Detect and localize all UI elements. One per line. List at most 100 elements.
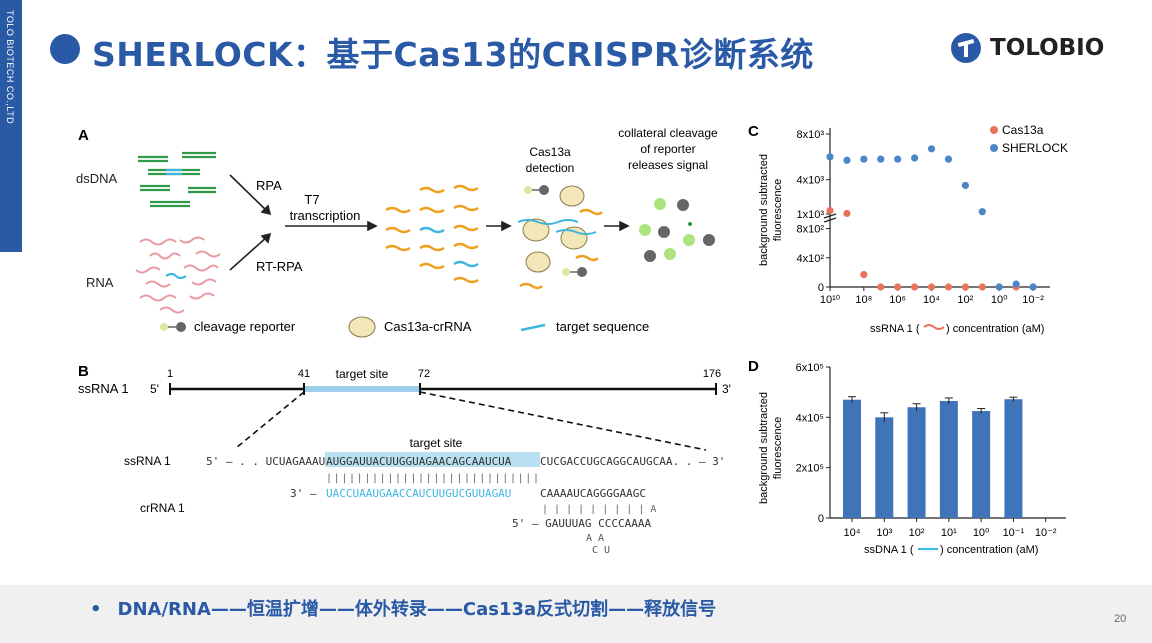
panel-c-xtick-label: 10⁸ (855, 294, 872, 306)
panel-d-xtick-label: 10¹ (941, 527, 957, 539)
legend-cas13a: Cas13a (1002, 123, 1044, 137)
panel-d-label: D (748, 358, 759, 375)
target-site-zoom: target site (410, 436, 463, 450)
panel-c-point-cas13a (860, 270, 868, 279)
panel-c-xtick-label: 10⁴ (923, 294, 940, 306)
panel-d-bar (972, 411, 991, 518)
seq-crrna-target: UACCUAAUGAACCAUCUUGUCGUUAGAU (326, 487, 511, 500)
axis-break-icon (823, 213, 837, 223)
panel-b-label: B (78, 363, 89, 380)
panel-d-xtick-label: 10⁰ (973, 527, 990, 539)
page-number: 20 (1114, 613, 1127, 625)
seq-ssrna-5: 5' – . . UCUAGAAAU (206, 455, 325, 468)
panel-d-ytick-label: 2x10⁵ (796, 463, 824, 475)
panel-c-point-cas13a (944, 283, 953, 291)
seq-crrna-label: crRNA 1 (140, 501, 185, 515)
summary-text: DNA/RNA——恒温扩增——体外转录——Cas13a反式切割——释放信号 (117, 599, 717, 620)
transcription-label: transcription (290, 208, 361, 223)
panel-c-xlabel-post: ) concentration (aM) (946, 323, 1044, 335)
panel-c-ytick-label: 8x10² (796, 224, 824, 236)
panel-d-ytick-label: 0 (818, 513, 824, 525)
panel-a-label: A (78, 127, 89, 144)
panel-c-point-cas13a (978, 283, 986, 291)
loop-1: A A (586, 533, 604, 544)
stem-bars: | | | | | | | | | A (542, 504, 656, 515)
panel-c-point-sherlock (995, 283, 1003, 291)
panel-c-point-sherlock (911, 154, 919, 162)
panel-c-point-cas13a (961, 283, 969, 291)
seq-crrna-3: 3' – (290, 487, 317, 500)
flow-arrows (229, 174, 630, 271)
seq-pairing-bars: | | | | | | | | | | | | | | | | | | | | … (326, 473, 539, 484)
panel-d-xtick-label: 10⁴ (844, 527, 861, 539)
dsdna-strands-icon (138, 151, 216, 208)
panel-c-point-cas13a (911, 283, 919, 291)
panel-c-legend: Cas13a SHERLOCK (990, 123, 1068, 155)
panel-c-ytick-label: 0 (818, 282, 824, 294)
stem-5: 5' – GAUUUAG CCCCAAAA (512, 517, 651, 530)
panel-c-point-sherlock (1012, 280, 1020, 288)
page-title: SHERLOCK：基于Cas13的CRISPR诊断系统 (92, 35, 814, 74)
company-logo: TOLOBIO (950, 32, 1104, 64)
panel-c-xtick-label: 10⁶ (889, 294, 906, 306)
panel-d-bar (843, 399, 861, 518)
panel-c: C background subtracted fluorescence 8x1… (748, 123, 1068, 335)
tolobio-logo-icon (951, 33, 981, 63)
ssrna-row-label: ssRNA 1 (78, 381, 129, 396)
logo-text: TOLOBIO (990, 35, 1105, 61)
summary-line: • DNA/RNA——恒温扩增——体外转录——Cas13a反式切割——释放信号 (90, 595, 716, 621)
collateral-label-3: releases signal (628, 158, 708, 172)
ssrna-3prime: 3' (722, 382, 731, 396)
seq-ssrna-tail: CUCGACCUGCAGGCAUGCAA. . – 3' (540, 455, 725, 468)
panel-d: D background subtracted fluorescence 6x1… (748, 358, 1066, 556)
rna-strands-icon (135, 236, 221, 314)
panel-d-ylabel-2: fluorescence (772, 417, 784, 479)
ssrna-5prime: 5' (150, 382, 159, 396)
panel-c-ylabel-1: background subtracted (758, 154, 770, 266)
seq-crrna-tail: CAAAAUCAGGGGAAGC (540, 487, 646, 500)
panel-c-ytick-label: 8x10³ (796, 129, 824, 141)
rt-rpa-label: RT-RPA (256, 259, 303, 274)
panel-c-point-cas13a (826, 206, 834, 215)
cas13a-complex-icon (517, 185, 603, 290)
panel-d-xlabel-post: ) concentration (aM) (940, 544, 1038, 556)
cas13a-detection-label-1: Cas13a (529, 145, 571, 159)
panel-c-ytick-label: 4x10³ (796, 175, 824, 187)
cleaved-reporters-icon (639, 198, 715, 262)
loop-2: C U (592, 545, 610, 556)
panel-d-xtick-label: 10⁻¹ (1003, 527, 1025, 539)
side-brand-text: TOLO BIOTECH CO.,LTD (5, 10, 15, 125)
transcribed-rna-icon (385, 184, 479, 284)
panel-c-point-cas13a (877, 283, 885, 291)
legend-crrna: Cas13a-crRNA (384, 319, 472, 334)
panel-d-ylabel-1: background subtracted (758, 392, 770, 504)
title-bullet-dot (50, 34, 80, 64)
rpa-label: RPA (256, 178, 282, 193)
panel-b: B ssRNA 1 5' 3' 1 41 target site 72 176 … (78, 363, 731, 556)
target-site-top: target site (336, 367, 389, 381)
panel-c-point-sherlock (860, 155, 868, 163)
seq-ssrna-label: ssRNA 1 (124, 454, 171, 468)
collateral-label-2: of reporter (640, 142, 695, 156)
panel-d-bar (907, 407, 926, 518)
panel-d-xtick-label: 10⁻² (1035, 527, 1057, 539)
panel-c-ytick-label: 4x10² (796, 253, 824, 265)
panel-a-legend: cleavage reporter Cas13a-crRNA target se… (160, 316, 649, 338)
panel-c-point-cas13a (894, 283, 902, 291)
panel-c-point-sherlock (944, 155, 953, 163)
seq-ssrna-target: AUGGAUUACUUGGUAGAACAGCAAUCUA (326, 455, 512, 468)
panel-c-point-sherlock (927, 145, 936, 153)
panel-c-point-cas13a (843, 209, 851, 218)
rna-label: RNA (86, 275, 114, 290)
panel-c-point-cas13a (927, 283, 936, 291)
panel-c-point-sherlock (894, 155, 902, 163)
legend-target: target sequence (556, 319, 649, 334)
bullet-dot: • (90, 599, 102, 620)
panel-d-xtick-label: 10³ (876, 527, 892, 539)
panel-c-point-sherlock (978, 208, 986, 216)
panel-c-point-sherlock (826, 153, 834, 161)
pos-41: 41 (298, 368, 310, 380)
legend-sherlock: SHERLOCK (1002, 141, 1068, 155)
legend-reporter: cleavage reporter (194, 319, 296, 334)
panel-c-label: C (748, 123, 759, 140)
